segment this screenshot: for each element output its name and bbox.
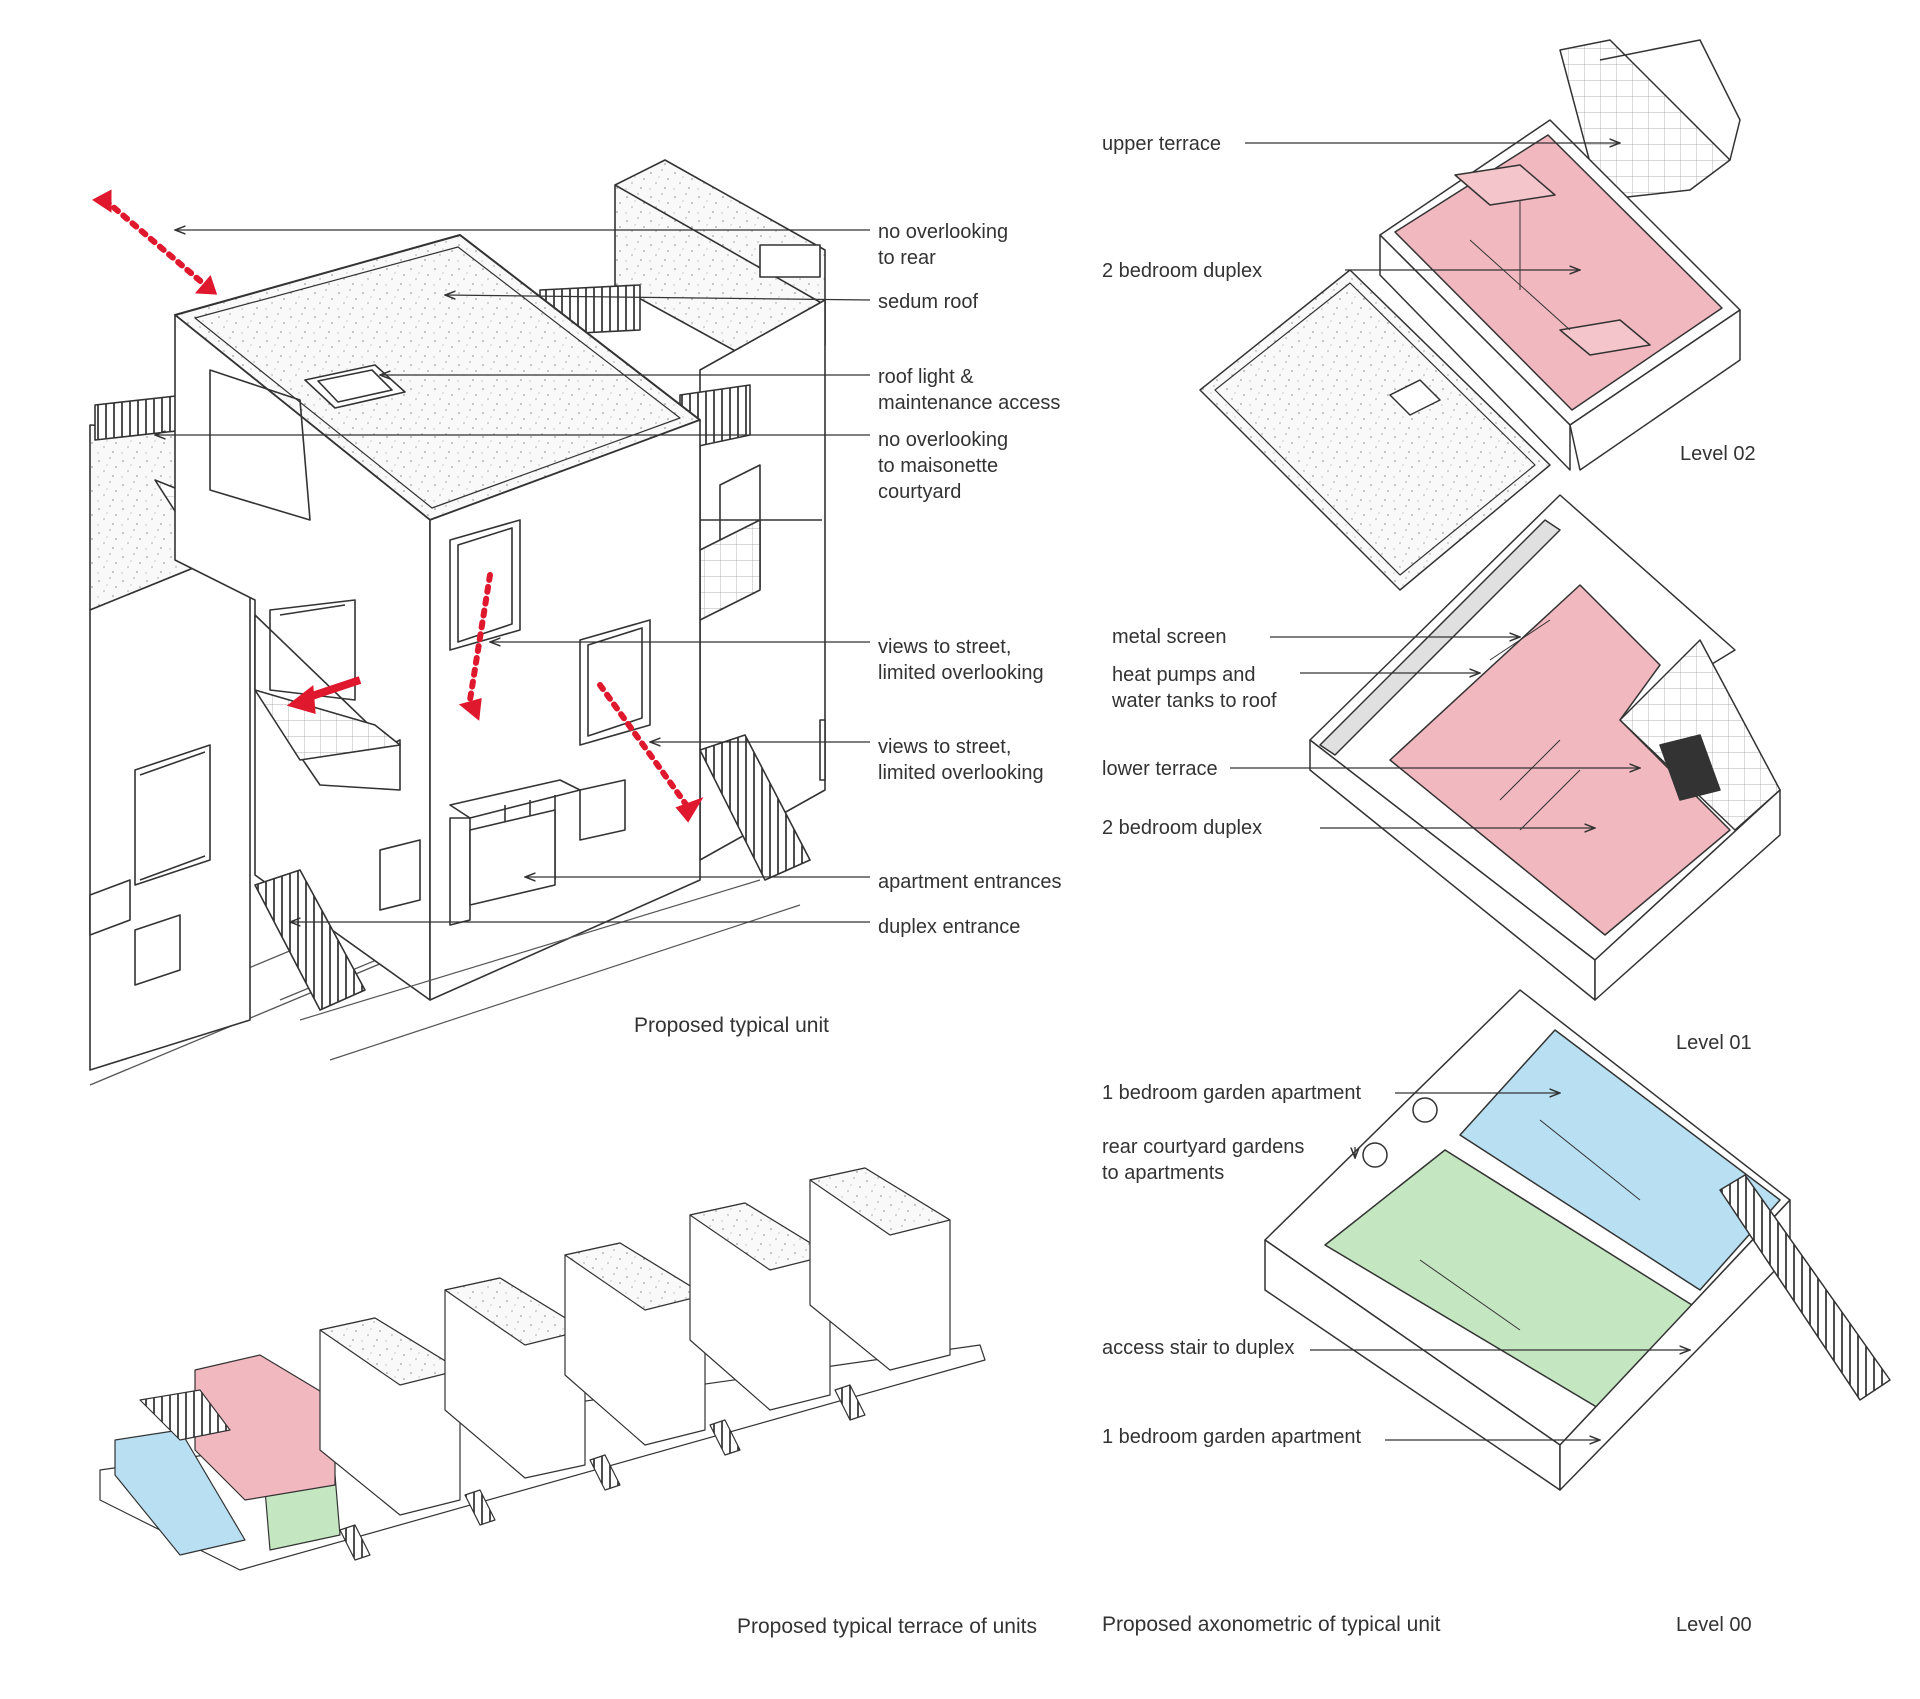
label-duplex-entrance: duplex entrance (878, 916, 1021, 938)
label-2-bedroom-duplex-lower: 2 bedroom duplex (1102, 817, 1263, 839)
terrace-blue-unit (114, 1429, 246, 1556)
label-views-street-1: views to street, limited overlooking (878, 636, 1044, 684)
terrace-pink-unit (194, 1354, 336, 1501)
level-02-label: Level 02 (1680, 443, 1756, 465)
view-arrows (92, 189, 704, 823)
access-stair (1719, 1174, 1891, 1401)
label-lower-terrace: lower terrace (1102, 758, 1218, 780)
label-rear-courtyard-gardens: rear courtyard gardens to apartments (1102, 1136, 1305, 1184)
caption-axonometric: Proposed axonometric of typical unit (1102, 1613, 1441, 1636)
label-1-bedroom-garden-apartment-bottom: 1 bedroom garden apartment (1102, 1426, 1362, 1448)
level-02-roof (1199, 269, 1551, 591)
label-views-street-2: views to street, limited overlooking (878, 736, 1044, 784)
label-heat-pumps: heat pumps and water tanks to roof (1112, 664, 1277, 712)
label-roof-light: roof light & maintenance access (878, 366, 1061, 414)
level-00-label: Level 00 (1676, 1614, 1752, 1636)
level-01-drawing (1309, 494, 1781, 1001)
label-no-overlooking-maisonette: no overlooking to maisonette courtyard (878, 429, 1009, 503)
axo-leader-lines (1230, 143, 1690, 1440)
label-access-stair: access stair to duplex (1102, 1337, 1295, 1359)
unit-leader-lines (155, 230, 871, 922)
label-upper-terrace: upper terrace (1102, 133, 1221, 155)
label-1-bedroom-garden-apartment-top: 1 bedroom garden apartment (1102, 1082, 1362, 1104)
typical-unit-drawing (89, 159, 826, 1086)
caption-typical-unit: Proposed typical unit (634, 1014, 829, 1037)
level-00-blue-apartment (1459, 1029, 1781, 1291)
level-02-drawing (1199, 39, 1741, 591)
duplex-stair (254, 869, 366, 1011)
label-apartment-entrances: apartment entrances (878, 871, 1062, 893)
terrace-drawing (99, 1167, 986, 1571)
caption-terrace: Proposed typical terrace of units (737, 1615, 1037, 1638)
level-01-label: Level 01 (1676, 1032, 1752, 1054)
label-no-overlooking-rear: no overlooking to rear (878, 221, 1009, 269)
level-00-drawing (1264, 989, 1891, 1491)
label-metal-screen: metal screen (1112, 626, 1227, 648)
label-2-bedroom-duplex-upper: 2 bedroom duplex (1102, 260, 1263, 282)
label-sedum-roof: sedum roof (878, 291, 979, 313)
